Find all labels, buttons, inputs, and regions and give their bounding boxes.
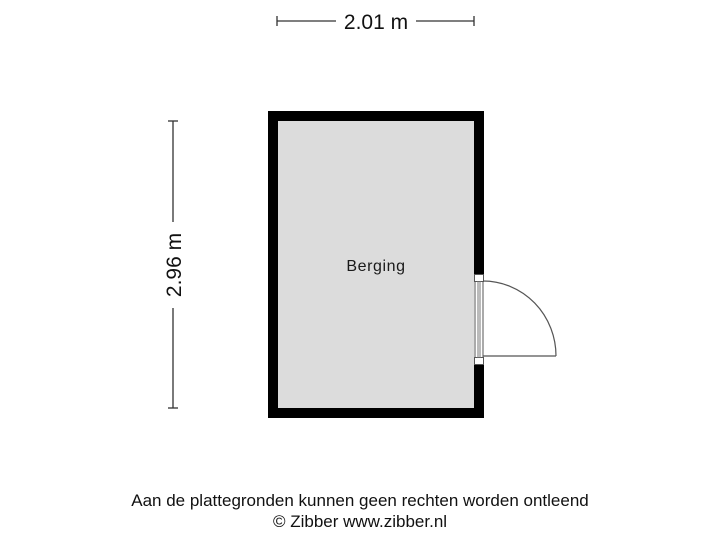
room-label: Berging	[346, 258, 405, 275]
width-dimension: 2.01 m	[276, 11, 475, 34]
door-opening	[474, 274, 484, 365]
height-dimension: 2.96 m	[163, 120, 186, 409]
room-floor	[278, 121, 474, 408]
door-swing-arc	[482, 280, 557, 357]
width-dimension-label: 2.01 m	[344, 11, 408, 34]
door	[474, 274, 557, 365]
room-berging: Berging	[268, 111, 484, 418]
height-dimension-label: 2.96 m	[163, 233, 186, 297]
door-jamb-top	[474, 274, 484, 282]
footer-copyright: © Zibber www.zibber.nl	[272, 512, 448, 531]
door-jamb-bottom	[474, 357, 484, 365]
footer-disclaimer: Aan de plattegronden kunnen geen rechten…	[131, 491, 589, 510]
